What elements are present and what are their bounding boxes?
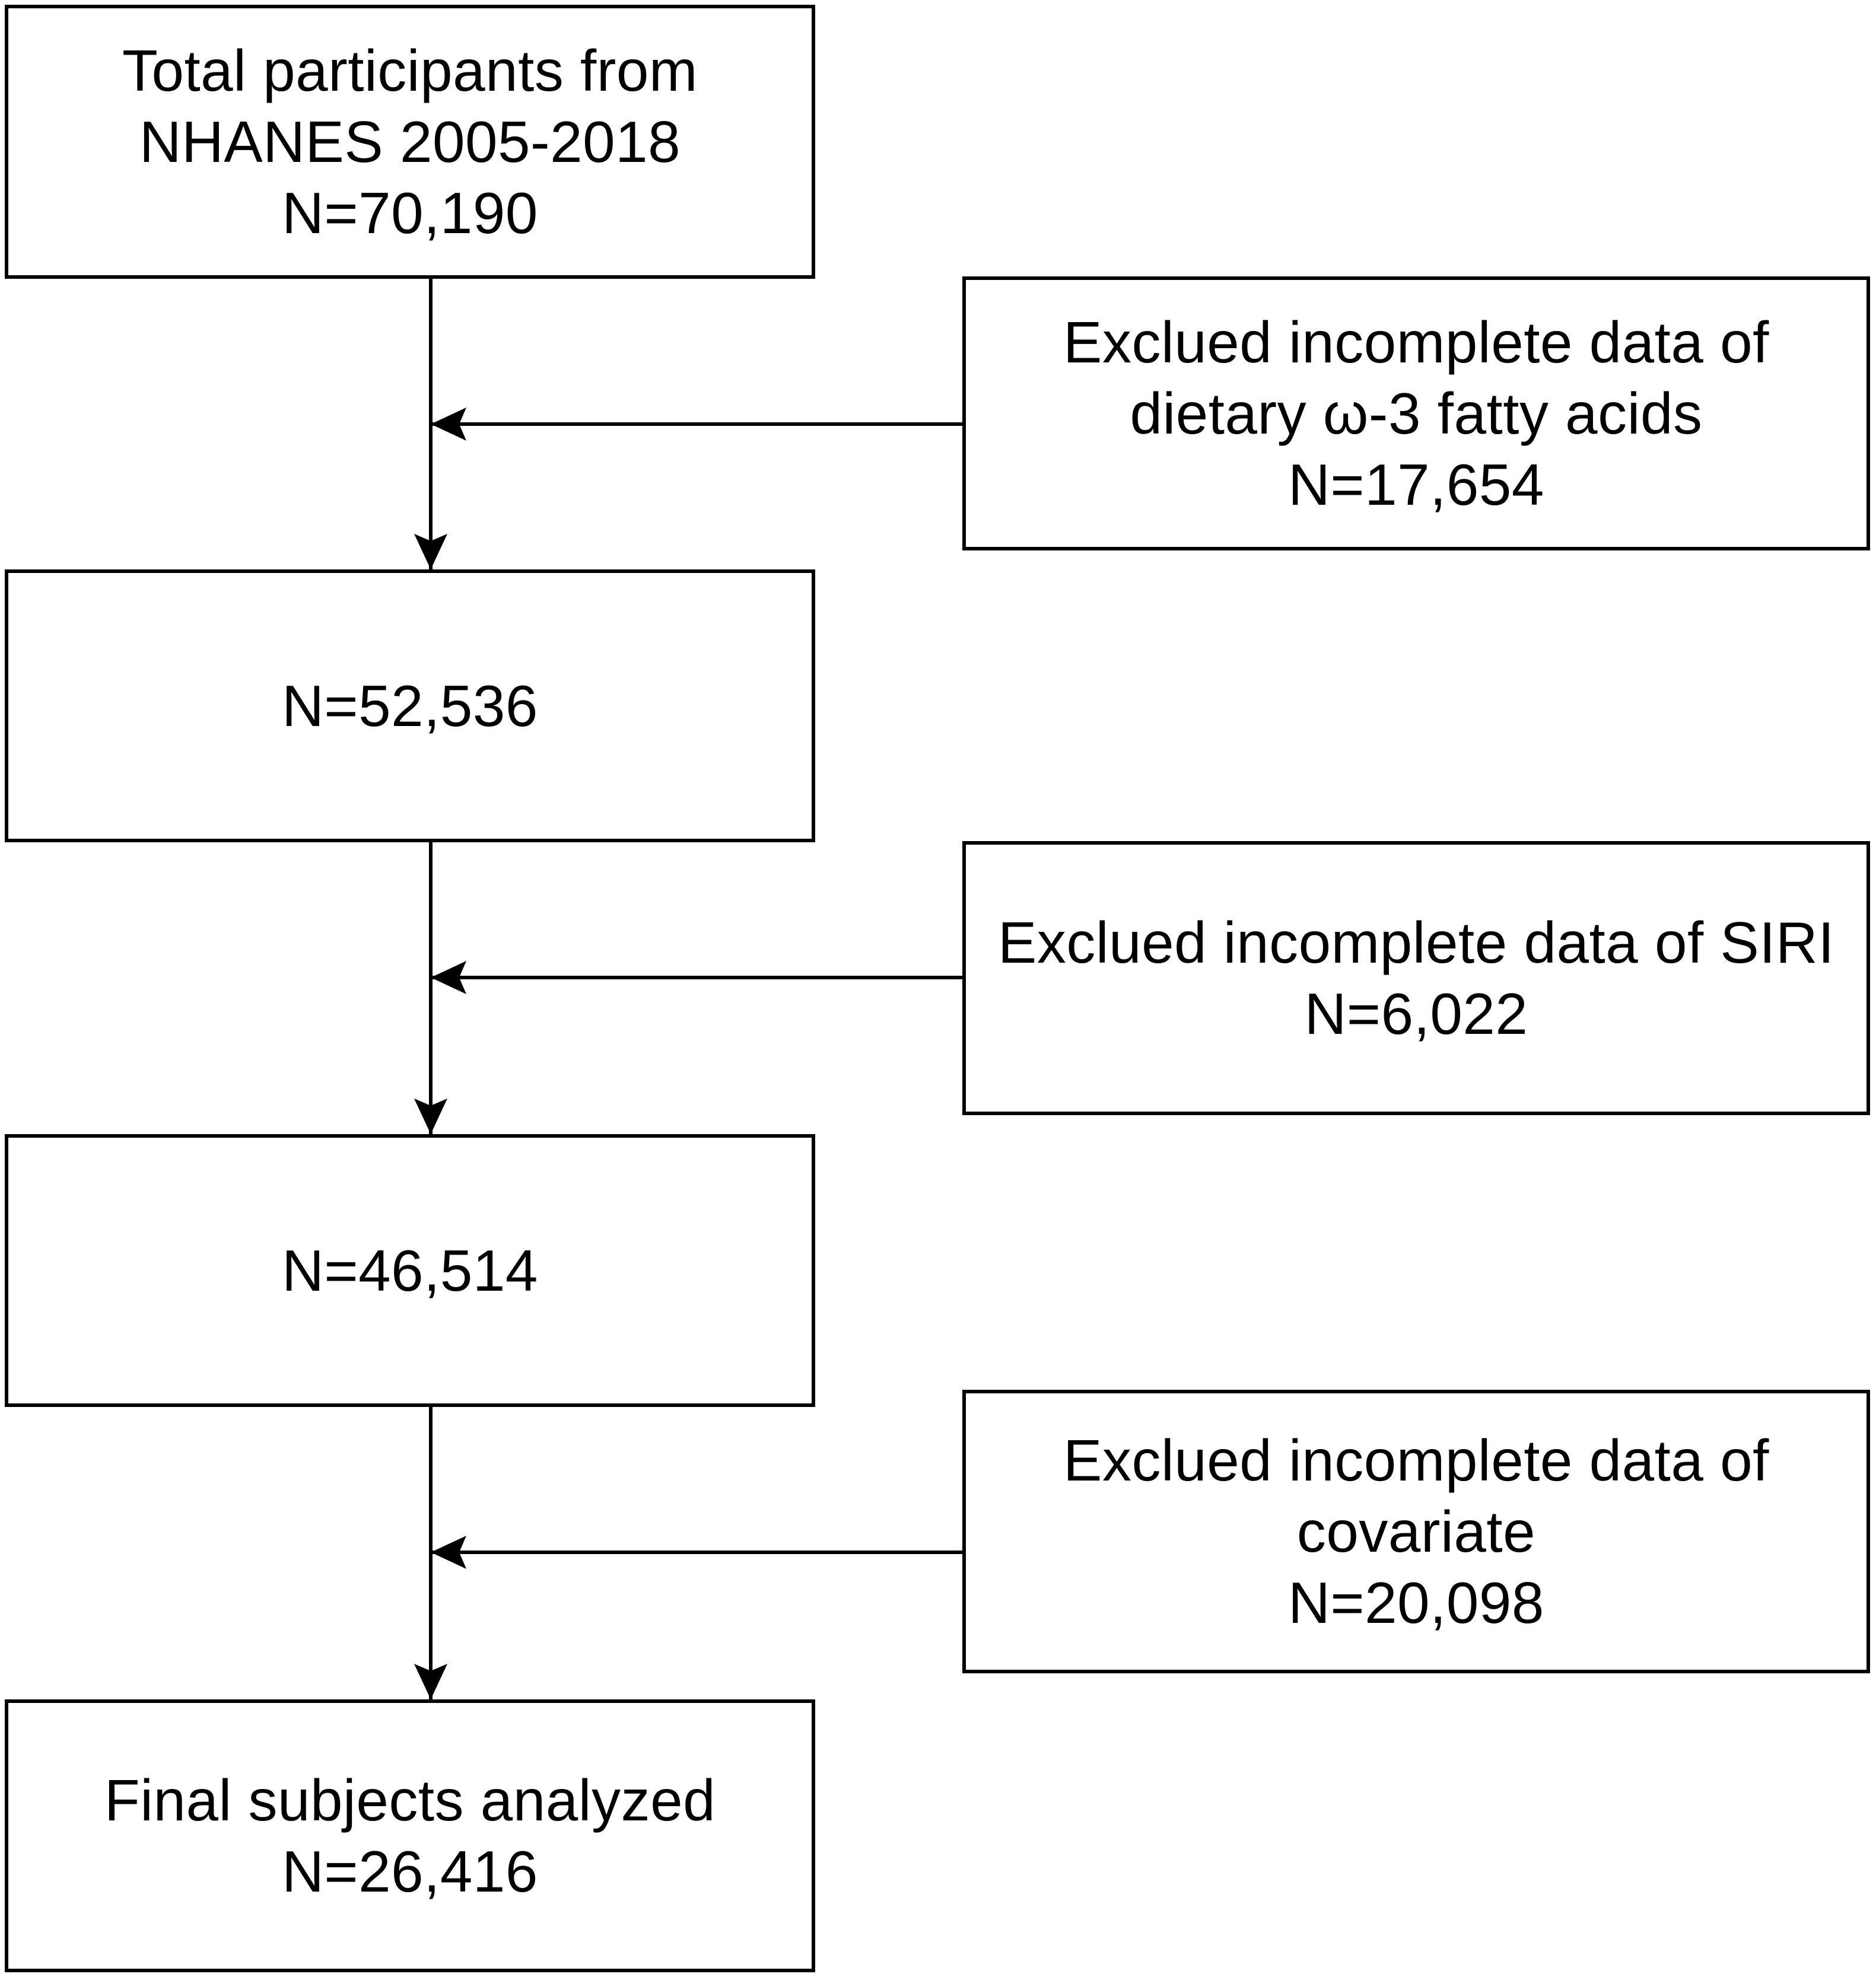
box-text-line: covariate [1296, 1499, 1536, 1564]
total-participants-box: Total participants from NHANES 2005-2018… [5, 5, 815, 279]
box-text-line: Total participants from [122, 38, 698, 103]
box-count: N=46,514 [282, 1238, 538, 1303]
exclusion-covariate-box: Exclued incomplete data of covariate N=2… [962, 1390, 1870, 1673]
box-text-line: Exclued incomplete data of SIRI [997, 910, 1835, 975]
box-count: N=20,098 [1288, 1570, 1544, 1635]
box-text-line: dietary ω-3 fatty acids [1130, 381, 1703, 446]
final-subjects-box: Final subjects analyzed N=26,416 [5, 1699, 815, 1972]
box-count: N=52,536 [282, 673, 538, 738]
box-count: N=17,654 [1288, 452, 1544, 517]
exclusion-siri-box: Exclued incomplete data of SIRI N=6,022 [962, 841, 1870, 1115]
after-siri-exclusion-box: N=46,514 [5, 1134, 815, 1407]
down-arrowhead-2 [414, 1099, 447, 1134]
down-arrowhead-1 [414, 534, 447, 569]
exclusion-arrowhead-3 [431, 1536, 466, 1569]
exclusion-omega3-box: Exclued incomplete data of dietary ω-3 f… [962, 276, 1870, 550]
exclusion-arrowhead-1 [431, 408, 466, 441]
down-arrowhead-3 [414, 1664, 447, 1699]
exclusion-arrowhead-2 [431, 961, 466, 994]
box-text-line: Final subjects analyzed [104, 1768, 716, 1833]
box-text-line: Exclued incomplete data of [1063, 1428, 1769, 1493]
box-text-line: NHANES 2005-2018 [139, 109, 681, 174]
box-count: N=70,190 [282, 180, 538, 246]
box-count: N=26,416 [282, 1839, 538, 1904]
box-count: N=6,022 [1304, 981, 1528, 1046]
after-omega3-exclusion-box: N=52,536 [5, 569, 815, 842]
box-text-line: Exclued incomplete data of [1063, 310, 1769, 375]
